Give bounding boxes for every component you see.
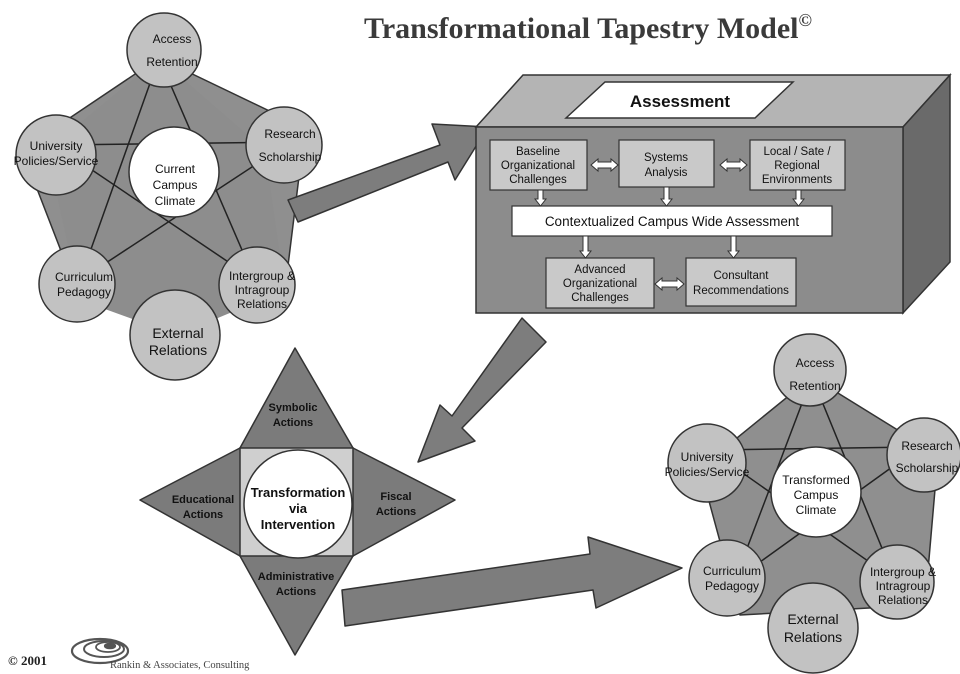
double-arrow-systems-local — [719, 157, 748, 173]
advanced-challenges-box — [545, 257, 655, 309]
label-administrative: Administrative — [258, 571, 334, 583]
label-consultant-2: Recommendations — [693, 285, 789, 297]
copyright-text: © 2001 — [8, 653, 47, 668]
university-policies-node — [15, 114, 97, 196]
label-current-climate-3: Climate — [155, 194, 196, 208]
label-current-climate-2: Campus — [153, 178, 198, 192]
transformed-climate-pentagon: Access Retention Research Scholarship Un… — [665, 333, 960, 674]
label-external-relations-right: Relations — [784, 629, 842, 645]
label-intragroup: Intragroup — [235, 283, 290, 297]
label-transformed-1: Transformed — [782, 473, 850, 487]
label-intragroup-right: Intragroup — [876, 579, 931, 593]
label-intervention: Intervention — [261, 517, 335, 532]
label-fiscal: Fiscal — [380, 491, 411, 503]
intergroup-relations-node — [218, 246, 296, 324]
rankin-logo-icon — [70, 637, 130, 665]
external-relations-node-right — [767, 582, 859, 674]
systems-analysis-box — [618, 139, 715, 188]
label-local-2: Regional — [774, 160, 819, 172]
label-retention-right: Retention — [789, 379, 840, 393]
label-local-1: Local / Sate / — [763, 146, 831, 158]
label-via: via — [289, 501, 308, 516]
label-pedagogy: Pedagogy — [57, 285, 111, 299]
current-campus-climate-node — [128, 126, 220, 218]
label-advanced-1: Advanced — [574, 264, 625, 276]
label-fiscal-actions: Actions — [376, 506, 416, 518]
label-relations-right: Relations — [878, 593, 928, 607]
label-research-right: Research — [901, 439, 952, 453]
consultant-recommendations-box — [685, 257, 797, 307]
arrow-to-transformed-climate — [341, 536, 683, 627]
intervention-star: Transformation via Intervention Symbolic… — [139, 347, 456, 656]
label-administrative-actions: Actions — [276, 586, 316, 598]
label-curriculum: Curriculum — [55, 270, 113, 284]
local-environments-box — [749, 139, 846, 191]
label-transformed-2: Campus — [794, 488, 839, 502]
assessment-title: Assessment — [630, 92, 731, 111]
intergroup-relations-node-right — [859, 544, 935, 620]
arrow-to-assessment — [287, 123, 489, 223]
label-advanced-2: Organizational — [563, 278, 637, 290]
company-name: Rankin & Associates, Consulting — [110, 660, 250, 671]
baseline-challenges-box — [489, 139, 588, 191]
external-relations-node — [129, 289, 221, 381]
label-symbolic-actions: Actions — [273, 417, 313, 429]
label-retention: Retention — [146, 55, 197, 69]
transformed-campus-climate-node — [770, 446, 862, 538]
label-external-relations: Relations — [149, 342, 207, 358]
label-access: Access — [153, 32, 192, 46]
label-external: External — [152, 325, 203, 341]
label-curriculum-right: Curriculum — [703, 564, 761, 578]
label-university-right: University — [681, 450, 734, 464]
curriculum-pedagogy-node-right — [688, 539, 766, 617]
diagram-title: Transformational Tapestry Model© — [364, 10, 812, 45]
label-scholarship: Scholarship — [259, 150, 322, 164]
double-arrow-baseline-systems — [590, 157, 619, 173]
transformation-circle — [243, 449, 353, 559]
label-educational: Educational — [172, 494, 234, 506]
research-scholarship-node-right — [886, 417, 960, 493]
label-policies-service: Policies/Service — [14, 154, 99, 168]
label-scholarship-right: Scholarship — [896, 461, 959, 475]
label-educational-actions: Actions — [183, 509, 223, 521]
label-relations: Relations — [237, 297, 287, 311]
label-advanced-3: Challenges — [571, 292, 629, 304]
double-arrow-advanced-consultant — [654, 276, 685, 292]
university-policies-node-right — [667, 423, 747, 503]
label-baseline-3: Challenges — [509, 174, 567, 186]
access-retention-node — [126, 12, 202, 88]
current-climate-pentagon: Access Retention Research Scholarship Un… — [14, 12, 323, 381]
research-scholarship-node — [245, 106, 323, 184]
label-local-3: Environments — [762, 174, 833, 186]
label-university: University — [30, 139, 83, 153]
label-research: Research — [264, 127, 315, 141]
label-contextualized: Contextualized Campus Wide Assessment — [545, 214, 800, 229]
label-pedagogy-right: Pedagogy — [705, 579, 759, 593]
label-policies-service-right: Policies/Service — [665, 465, 750, 479]
label-transformation: Transformation — [251, 485, 346, 500]
label-baseline-1: Baseline — [516, 146, 560, 158]
down-arrows — [533, 186, 806, 259]
label-external-right: External — [787, 611, 838, 627]
access-retention-node-right — [773, 333, 847, 407]
label-current-climate-1: Current — [155, 162, 196, 176]
label-consultant-1: Consultant — [714, 270, 770, 282]
label-symbolic: Symbolic — [269, 402, 318, 414]
curriculum-pedagogy-node — [38, 245, 116, 323]
arrow-to-intervention — [417, 317, 547, 463]
label-systems-2: Analysis — [645, 167, 688, 179]
label-access-right: Access — [796, 356, 835, 370]
label-transformed-3: Climate — [796, 503, 837, 517]
label-baseline-2: Organizational — [501, 160, 575, 172]
label-intergroup: Intergroup & — [229, 269, 295, 283]
assessment-box: Assessment Baseline Organizational — [474, 73, 952, 315]
label-systems-1: Systems — [644, 152, 688, 164]
assessment-title-plate — [564, 81, 795, 119]
contextualized-assessment-box — [511, 205, 833, 237]
label-intergroup-right: Intergroup & — [870, 565, 936, 579]
